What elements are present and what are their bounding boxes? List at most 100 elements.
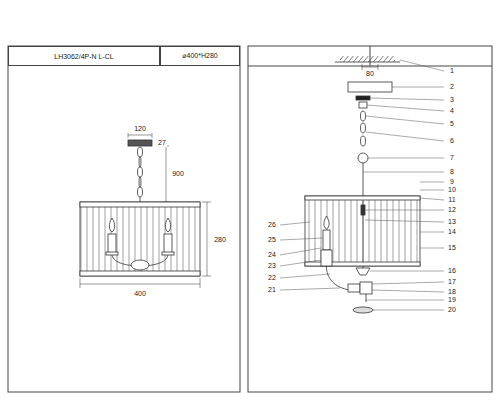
- leader-lines-part: [366, 116, 444, 124]
- callout-number: 5: [449, 120, 455, 128]
- callout-number: 10: [447, 186, 457, 194]
- callout-number: 4: [449, 107, 455, 115]
- callout-number: 7: [449, 154, 455, 162]
- leader-lines-part: [280, 288, 340, 290]
- callout-number: 20: [447, 306, 457, 314]
- chain-part: [138, 187, 143, 197]
- dimension-label: 280: [213, 236, 227, 244]
- chain-part: [140, 197, 141, 202]
- candle-left-part: [109, 218, 114, 232]
- callout-number: 11: [447, 196, 456, 204]
- leader-lines-part: [420, 248, 444, 249]
- front-view-part: [131, 260, 149, 270]
- leader-lines-part: [367, 105, 444, 111]
- title-text: ⌀400*H280: [178, 52, 221, 60]
- candle-right-part: [165, 218, 170, 232]
- exploded-view-part: [305, 196, 420, 200]
- leader-lines-part: [370, 98, 444, 100]
- exploded-view-part: [366, 294, 367, 302]
- callout-number: 13: [447, 218, 457, 226]
- exploded-view-part: [348, 82, 392, 92]
- leader-lines-part: [372, 290, 444, 292]
- candle-right-part: [162, 252, 174, 255]
- front-view-part: [80, 284, 200, 285]
- socket-part: [321, 250, 332, 266]
- leader-lines-part: [365, 210, 444, 211]
- leader-lines-part: [400, 60, 444, 71]
- exploded-view-part: [305, 196, 420, 266]
- callout-number: 6: [449, 137, 455, 145]
- exploded-view-part: [361, 123, 366, 133]
- front-view-part: [200, 278, 201, 288]
- exploded-view-part: [356, 268, 370, 275]
- candle-left-part: [108, 234, 116, 254]
- socket: [321, 216, 350, 290]
- chain-part: [138, 167, 143, 177]
- exploded-view-part: [361, 111, 366, 121]
- front-view-part: [80, 202, 200, 207]
- leader-lines-part: [370, 271, 444, 272]
- front-view-part: [80, 202, 200, 276]
- callout-number: 8: [449, 168, 455, 176]
- dimension-label: 120: [133, 125, 147, 133]
- exploded-view-part: [361, 136, 366, 146]
- callout-number: 1: [449, 67, 455, 75]
- socket-part: [324, 216, 329, 229]
- leader-lines-part: [392, 87, 444, 88]
- callout-number: 26: [267, 221, 277, 229]
- callout-number: 12: [447, 206, 457, 214]
- chain-part: [138, 147, 143, 157]
- callout-number: 19: [447, 296, 457, 304]
- leader-lines-part: [363, 172, 444, 173]
- sheet-frame-part: [248, 46, 492, 392]
- front-view-part: [128, 135, 152, 136]
- dimension-label: 27: [157, 139, 167, 147]
- callout-number: 14: [447, 228, 457, 236]
- front-view-part: [80, 271, 200, 276]
- candle-right-part: [164, 234, 172, 254]
- dimension-label: 900: [171, 170, 185, 178]
- leader-lines-part: [420, 232, 444, 233]
- callout-number: 21: [267, 286, 277, 294]
- chain-part: [139, 177, 141, 187]
- exploded-view-part: [360, 282, 372, 294]
- candle-left: [106, 218, 118, 255]
- leader-lines-part: [280, 222, 310, 225]
- front-view-part: [202, 202, 211, 203]
- callout-number: 16: [447, 267, 457, 275]
- leader-lines-part: [420, 190, 444, 191]
- leader-lines-part: [420, 182, 444, 183]
- dimension-label: 80: [365, 70, 375, 78]
- exploded-view-part: [358, 153, 368, 163]
- socket-part: [323, 230, 330, 250]
- dimension-label: 400: [133, 290, 147, 298]
- front-view-part: [128, 140, 152, 146]
- exploded-view-part: [359, 102, 367, 108]
- callout-number: 24: [267, 251, 277, 259]
- leader-lines-part: [368, 158, 444, 159]
- leader-lines-part: [365, 220, 444, 222]
- socket-part: [326, 266, 350, 290]
- leader-lines-part: [372, 282, 444, 284]
- callout-number: 23: [267, 262, 277, 270]
- leader-lines-part: [280, 238, 323, 240]
- leader-lines: [280, 60, 444, 310]
- callout-number: 18: [447, 288, 457, 296]
- leader-lines-part: [280, 274, 330, 278]
- exploded-view-part: [361, 205, 365, 215]
- exploded-view-part: [353, 307, 373, 313]
- callout-number: 2: [449, 83, 455, 91]
- front-view-part: [128, 133, 129, 138]
- callout-number: 9: [449, 178, 455, 186]
- callout-number: 17: [447, 278, 457, 286]
- exploded-view-part: [362, 67, 378, 68]
- front-view-part: [202, 276, 211, 277]
- leader-lines-part: [373, 310, 444, 311]
- chain-part: [139, 157, 141, 167]
- exploded-view-part: [340, 56, 395, 62]
- leader-lines-part: [280, 248, 321, 255]
- sheet-frame-part: [8, 46, 240, 392]
- callout-number: 22: [267, 274, 277, 282]
- model-number-box: LH3062/4P-N L-CL: [8, 46, 160, 66]
